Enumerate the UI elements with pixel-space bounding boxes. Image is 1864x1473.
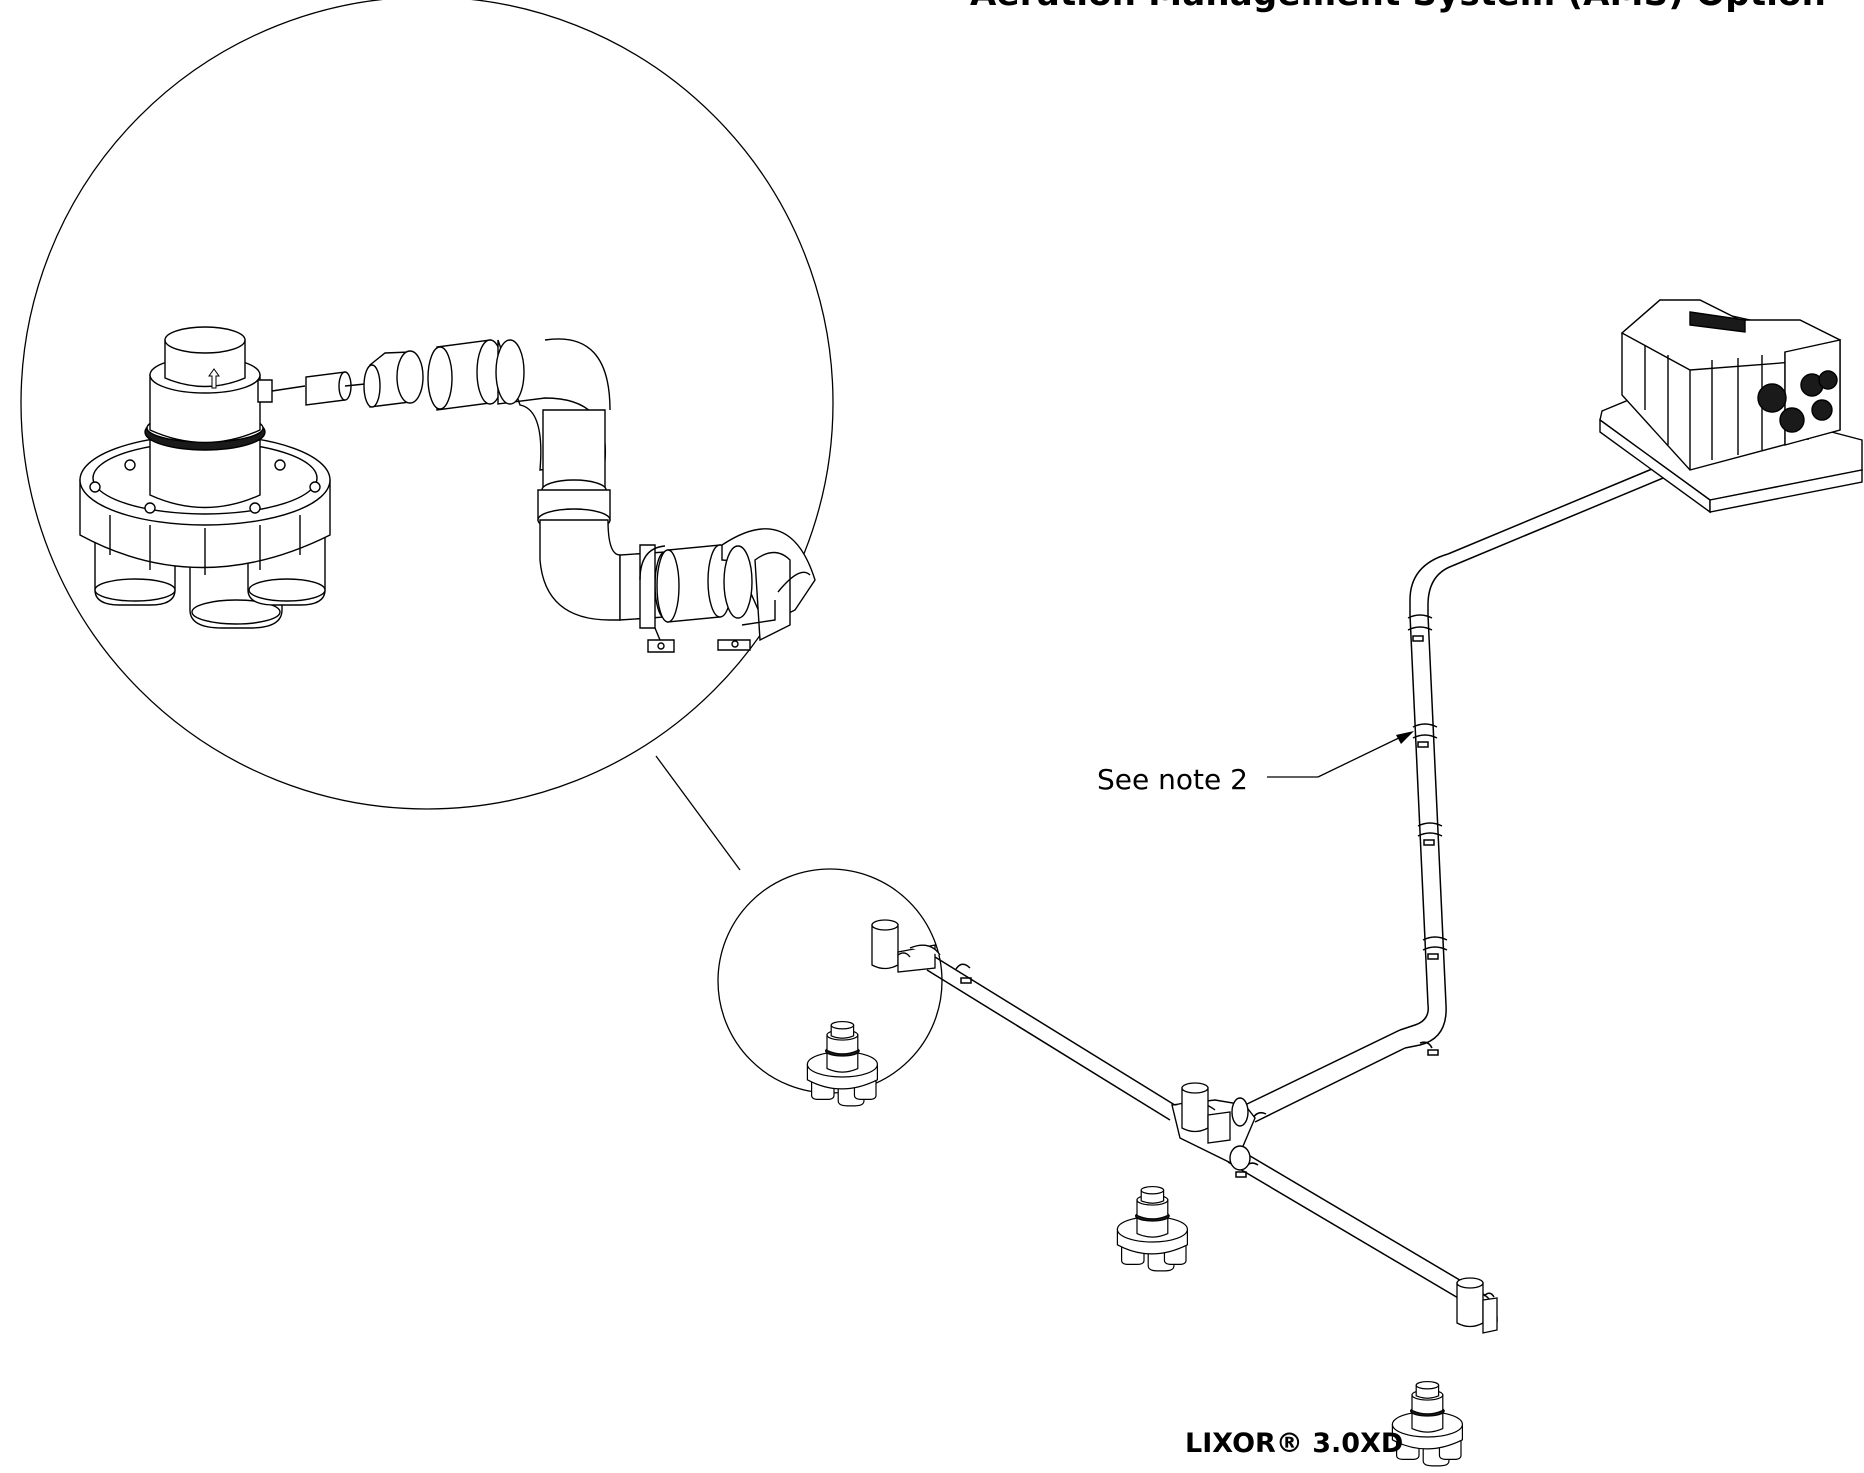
detail-view-circle (21, 0, 833, 809)
aerator-unit-1-riser (872, 920, 940, 972)
detail-leader-line (656, 756, 740, 870)
aerator-unit-1 (807, 1022, 877, 1106)
note-leader (1267, 731, 1414, 777)
aerator-unit-2-riser (1182, 1083, 1230, 1143)
detail-aerator-unit (80, 327, 330, 628)
control-panel-enclosure (1600, 300, 1862, 512)
pipe-network (927, 464, 1668, 1328)
aerator-unit-3-riser (1457, 1278, 1497, 1333)
diagram-title: Aeration Management System (AMS) Option (970, 0, 1826, 14)
aerator-unit-3 (1392, 1382, 1462, 1466)
detail-pipe-fittings (272, 339, 815, 652)
note-callout-label: See note 2 (1097, 763, 1248, 796)
aerator-unit-2 (1117, 1187, 1187, 1271)
model-label: LIXOR® 3.0XD (1185, 1428, 1404, 1459)
